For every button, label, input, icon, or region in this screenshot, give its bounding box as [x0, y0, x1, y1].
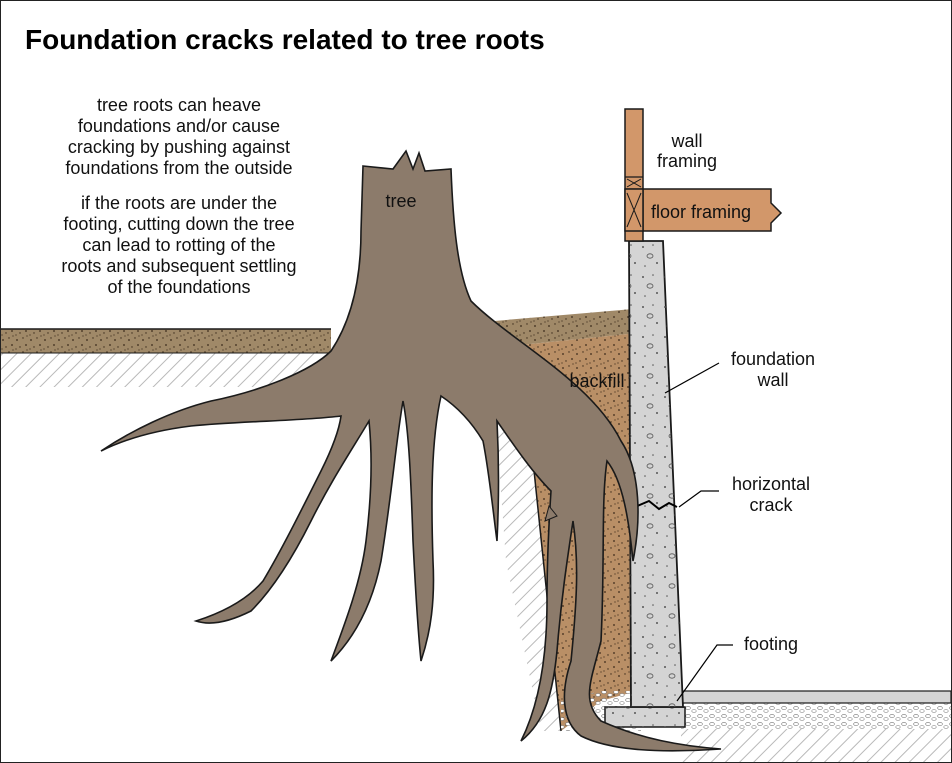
- label-footing: footing: [744, 634, 798, 654]
- diagram-title: Foundation cracks related to tree roots: [25, 24, 545, 55]
- note2-line5: of the foundations: [107, 277, 250, 297]
- floor-framing: [624, 188, 783, 232]
- note2-line2: footing, cutting down the tree: [63, 214, 294, 234]
- note1-line3: cracking by pushing against: [68, 137, 290, 157]
- label-horizontal-crack-1: horizontal: [732, 474, 810, 494]
- leader-lines: [664, 362, 733, 702]
- note-heave: tree roots can heave foundations and/or …: [65, 95, 292, 178]
- ground-left: [1, 328, 331, 387]
- label-horizontal-crack-2: crack: [749, 495, 793, 515]
- label-wall-framing-2: framing: [657, 151, 717, 171]
- tree: [100, 149, 722, 752]
- note1-line1: tree roots can heave: [97, 95, 261, 115]
- label-foundation-wall-1: foundation: [731, 349, 815, 369]
- footing: [604, 706, 686, 728]
- label-backfill: backfill: [569, 371, 624, 391]
- foundation-wall: [628, 240, 684, 708]
- label-foundation-wall-2: wall: [756, 370, 788, 390]
- horizontal-crack: [634, 499, 678, 511]
- native-soil: [491, 345, 561, 731]
- note-settling: if the roots are under the footing, cutt…: [61, 193, 296, 297]
- floor-slab: [676, 690, 951, 704]
- label-tree: tree: [385, 191, 416, 211]
- gravel-bed: [561, 691, 951, 762]
- note1-line2: foundations and/or cause: [78, 116, 280, 136]
- note2-line1: if the roots are under the: [81, 193, 277, 213]
- label-floor-framing: floor framing: [651, 202, 751, 222]
- note1-line4: foundations from the outside: [65, 158, 292, 178]
- label-wall-framing-1: wall: [670, 131, 702, 151]
- note2-line4: roots and subsequent settling: [61, 256, 296, 276]
- note2-line3: can lead to rotting of the: [82, 235, 275, 255]
